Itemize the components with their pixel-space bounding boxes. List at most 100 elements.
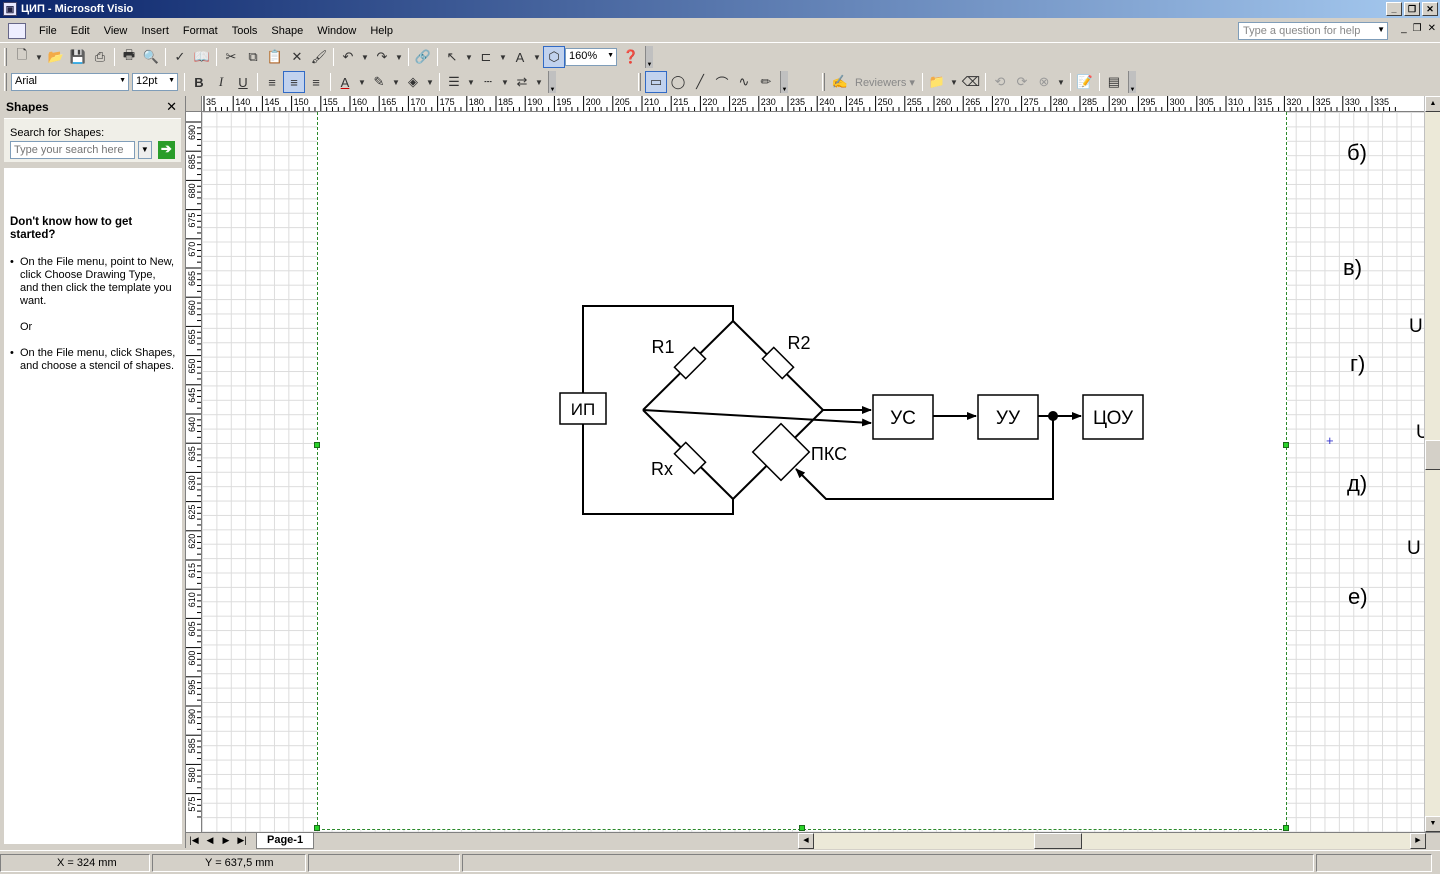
paste-icon[interactable]: 📋 — [266, 49, 284, 64]
search-go-button[interactable]: ➔ — [157, 141, 175, 159]
permission-icon[interactable]: ⎙ — [94, 49, 106, 64]
line-pattern-dropdown-icon[interactable]: ▼ — [501, 77, 509, 87]
page-handle-bottom[interactable] — [799, 825, 805, 831]
next-page-icon[interactable]: ▶ — [222, 835, 230, 845]
doc-close-button[interactable]: ✕ — [1427, 23, 1436, 34]
bridge-circuit-diagram[interactable]: ИП R1 R2 Rx ПКС УС УУ ЦОУ — [202, 112, 1424, 832]
chevron-down-icon[interactable]: ▼ — [119, 77, 126, 84]
new-icon[interactable]: 🗋 — [16, 47, 28, 62]
research-icon[interactable]: 📖 — [193, 49, 211, 64]
ellipse-tool-icon[interactable]: ◯ — [670, 74, 686, 89]
vertical-scrollbar[interactable]: ▲ ▼ — [1424, 96, 1440, 832]
folder-icon[interactable]: 📁 — [928, 74, 946, 89]
italic-icon[interactable]: I — [218, 74, 224, 89]
minimize-button[interactable]: _ — [1386, 2, 1402, 16]
line-weight-dropdown-icon[interactable]: ▼ — [467, 77, 475, 87]
underline-icon[interactable]: U — [238, 74, 248, 90]
horizontal-scroll-thumb[interactable] — [1034, 833, 1082, 849]
line-color-dropdown-icon[interactable]: ▼ — [392, 77, 400, 87]
toolbar-grip[interactable] — [638, 73, 641, 91]
chevron-down-icon[interactable]: ▼ — [138, 141, 152, 159]
delete-markup-icon[interactable]: ⊗ — [1038, 74, 1050, 89]
reviewing-pane-icon[interactable]: ▤ — [1107, 74, 1121, 89]
toolbar-grip[interactable] — [4, 48, 7, 66]
undo-dropdown-icon[interactable]: ▼ — [361, 52, 369, 62]
restore-button[interactable]: ❐ — [1404, 2, 1420, 16]
previous-markup-icon[interactable]: ⟲ — [994, 74, 1006, 89]
page-handle-bottom-right[interactable] — [1283, 825, 1289, 831]
connector-dropdown-icon[interactable]: ▼ — [499, 52, 507, 62]
fill-color-icon[interactable]: ◈ — [408, 74, 418, 89]
reviewers-dropdown[interactable]: Reviewers ▾ — [855, 76, 915, 89]
page-tab-1[interactable]: Page-1 — [256, 832, 315, 849]
previous-page-icon[interactable]: ◀ — [206, 835, 214, 845]
drawing-canvas[interactable]: ИП R1 R2 Rx ПКС УС УУ ЦОУ б) в) г) д) е)… — [202, 112, 1424, 832]
doc-restore-button[interactable]: ❐ — [1412, 23, 1422, 34]
folder-dropdown-icon[interactable]: ▼ — [949, 77, 958, 87]
menu-file[interactable]: File — [39, 24, 57, 37]
redo-dropdown-icon[interactable]: ▼ — [395, 52, 403, 62]
line-ends-dropdown-icon[interactable]: ▼ — [535, 77, 543, 87]
document-icon[interactable] — [8, 22, 26, 39]
close-button[interactable]: ✕ — [1422, 2, 1438, 16]
redo-icon[interactable]: ↷ — [376, 49, 388, 64]
scroll-up-icon[interactable]: ▲ — [1425, 96, 1440, 112]
open-icon[interactable]: 📂 — [47, 49, 65, 64]
align-center-icon[interactable]: ≡ — [283, 71, 305, 93]
line-ends-icon[interactable]: ⇄ — [516, 74, 528, 89]
menu-format[interactable]: Format — [182, 24, 218, 37]
connector-tool-icon[interactable]: ⊏ — [480, 49, 492, 64]
scroll-left-icon[interactable]: ◀ — [798, 833, 814, 849]
menu-edit[interactable]: Edit — [70, 24, 90, 37]
shapes-window-icon[interactable]: ⬡ — [543, 46, 565, 68]
pencil-tool-icon[interactable]: ✏ — [760, 74, 772, 89]
line-color-icon[interactable]: ✎ — [373, 74, 385, 89]
rectangle-tool-icon[interactable]: ▭ — [645, 71, 667, 93]
menu-view[interactable]: View — [103, 24, 128, 37]
markup-icon[interactable]: ✍ — [831, 74, 849, 89]
vertical-scroll-thumb[interactable] — [1425, 440, 1440, 470]
toolbar-options-icon[interactable]: ▼ — [1127, 71, 1136, 93]
fill-color-dropdown-icon[interactable]: ▼ — [426, 77, 434, 87]
font-size-combo[interactable]: 12pt ▼ — [132, 73, 178, 91]
toolbar-grip[interactable] — [822, 73, 825, 91]
chevron-down-icon[interactable]: ▼ — [1377, 25, 1385, 34]
font-name-combo[interactable]: Arial ▼ — [11, 73, 129, 91]
hyperlink-icon[interactable]: 🔗 — [414, 49, 432, 64]
delete-icon[interactable]: ✕ — [291, 49, 303, 64]
pointer-dropdown-icon[interactable]: ▼ — [465, 52, 473, 62]
scroll-down-icon[interactable]: ▼ — [1425, 816, 1440, 832]
toolbar-options-icon[interactable]: ▼ — [780, 71, 788, 93]
bold-icon[interactable]: B — [194, 74, 204, 90]
close-icon[interactable]: ✕ — [166, 99, 177, 114]
new-dropdown-icon[interactable]: ▼ — [35, 52, 43, 62]
align-right-icon[interactable]: ≡ — [312, 74, 320, 90]
save-icon[interactable]: 💾 — [69, 49, 87, 64]
font-color-dropdown-icon[interactable]: ▼ — [358, 77, 366, 87]
visio-app-icon[interactable]: ▣ — [3, 2, 17, 16]
search-shapes-input[interactable] — [10, 141, 135, 159]
font-color-icon[interactable]: A — [340, 74, 350, 90]
cut-icon[interactable]: ✂ — [225, 49, 237, 64]
eraser-icon[interactable]: ⌫ — [961, 74, 981, 89]
doc-minimize-button[interactable]: _ — [1401, 23, 1407, 34]
horizontal-scrollbar[interactable]: ◀ ▶ — [798, 833, 1426, 849]
menu-tools[interactable]: Tools — [231, 24, 258, 37]
print-preview-icon[interactable]: 🔍 — [142, 49, 160, 64]
menu-help[interactable]: Help — [370, 24, 393, 37]
spelling-icon[interactable]: ✓ — [174, 49, 186, 64]
line-weight-icon[interactable]: ☰ — [448, 74, 460, 89]
format-painter-icon[interactable]: 🖌 — [310, 49, 328, 64]
line-tool-icon[interactable]: ╱ — [696, 74, 704, 89]
copy-icon[interactable]: ⧉ — [248, 49, 258, 64]
chevron-down-icon[interactable]: ▼ — [168, 77, 175, 84]
menu-shape[interactable]: Shape — [271, 24, 304, 37]
freeform-tool-icon[interactable]: ∿ — [738, 74, 750, 89]
menu-insert[interactable]: Insert — [141, 24, 169, 37]
scroll-right-icon[interactable]: ▶ — [1410, 833, 1426, 849]
undo-icon[interactable]: ↶ — [342, 49, 354, 64]
page-handle-bottom-left[interactable] — [314, 825, 320, 831]
menu-window[interactable]: Window — [317, 24, 357, 37]
